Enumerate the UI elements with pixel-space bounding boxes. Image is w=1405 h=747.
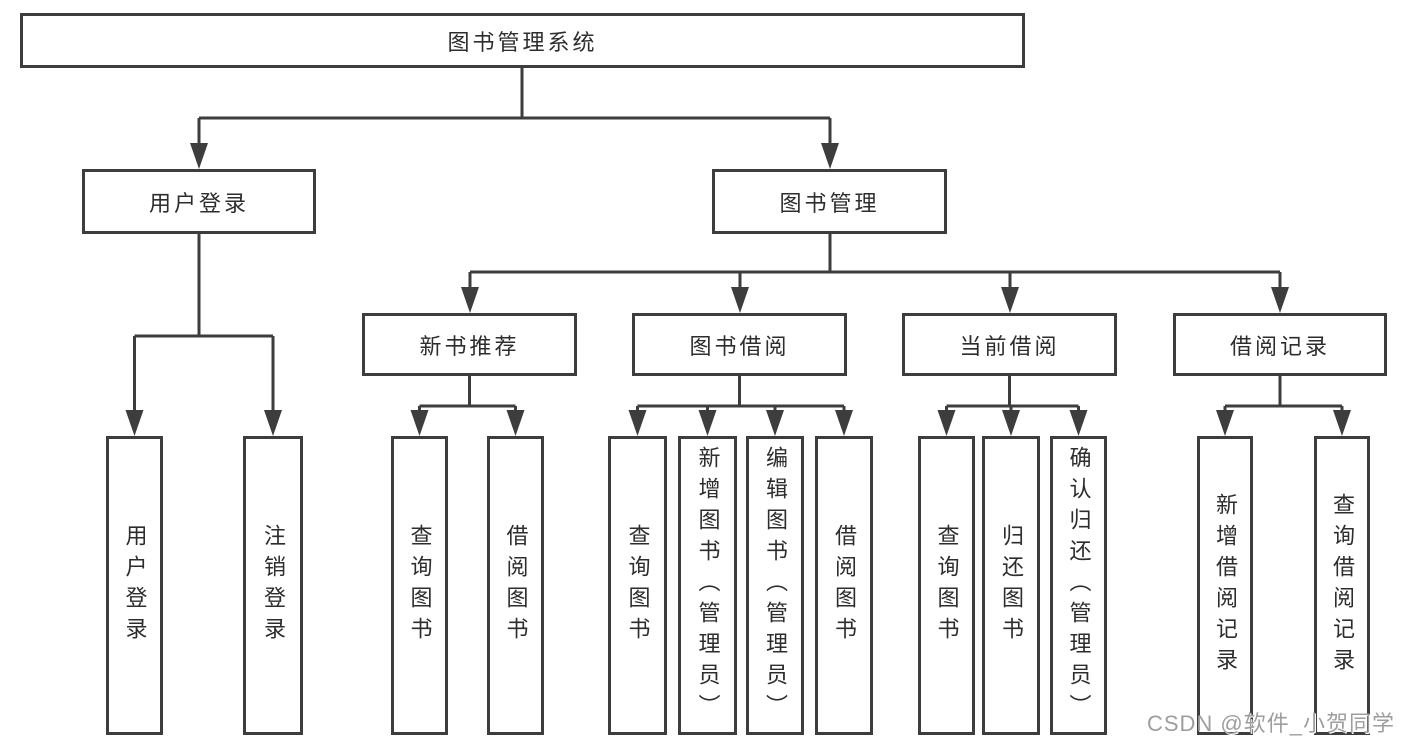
node-book-management: 图书管理 bbox=[712, 169, 947, 234]
leaf-borrow-books-borrowing: 借阅图书 bbox=[815, 436, 873, 735]
leaf-add-books-admin: 新增图书（管理员） bbox=[678, 436, 737, 735]
node-current-borrowing: 当前借阅 bbox=[902, 313, 1117, 376]
node-new-book-recommendation: 新书推荐 bbox=[362, 313, 577, 376]
leaf-edit-books-admin: 编辑图书（管理员） bbox=[746, 436, 804, 735]
node-book-borrowing: 图书借阅 bbox=[632, 313, 847, 376]
leaf-return-books: 归还图书 bbox=[982, 436, 1040, 735]
node-user-login: 用户登录 bbox=[82, 169, 316, 234]
arrowhead-icons bbox=[125, 143, 1351, 436]
leaf-add-borrow-record: 新增借阅记录 bbox=[1197, 436, 1253, 735]
node-root: 图书管理系统 bbox=[20, 13, 1025, 68]
leaf-query-books-borrowing: 查询图书 bbox=[608, 436, 667, 735]
watermark: CSDN @软件_小贺同学 bbox=[1146, 711, 1395, 736]
leaf-logout: 注销登录 bbox=[243, 436, 303, 735]
leaf-borrow-books-recommend: 借阅图书 bbox=[487, 436, 544, 735]
leaf-query-borrow-record: 查询借阅记录 bbox=[1314, 436, 1370, 735]
leaf-query-books-current: 查询图书 bbox=[918, 436, 975, 735]
node-borrowing-records: 借阅记录 bbox=[1173, 313, 1387, 376]
leaf-user-login: 用户登录 bbox=[106, 436, 163, 735]
leaf-query-books-recommend: 查询图书 bbox=[391, 436, 448, 735]
leaf-confirm-return-admin: 确认归还（管理员） bbox=[1050, 436, 1107, 735]
